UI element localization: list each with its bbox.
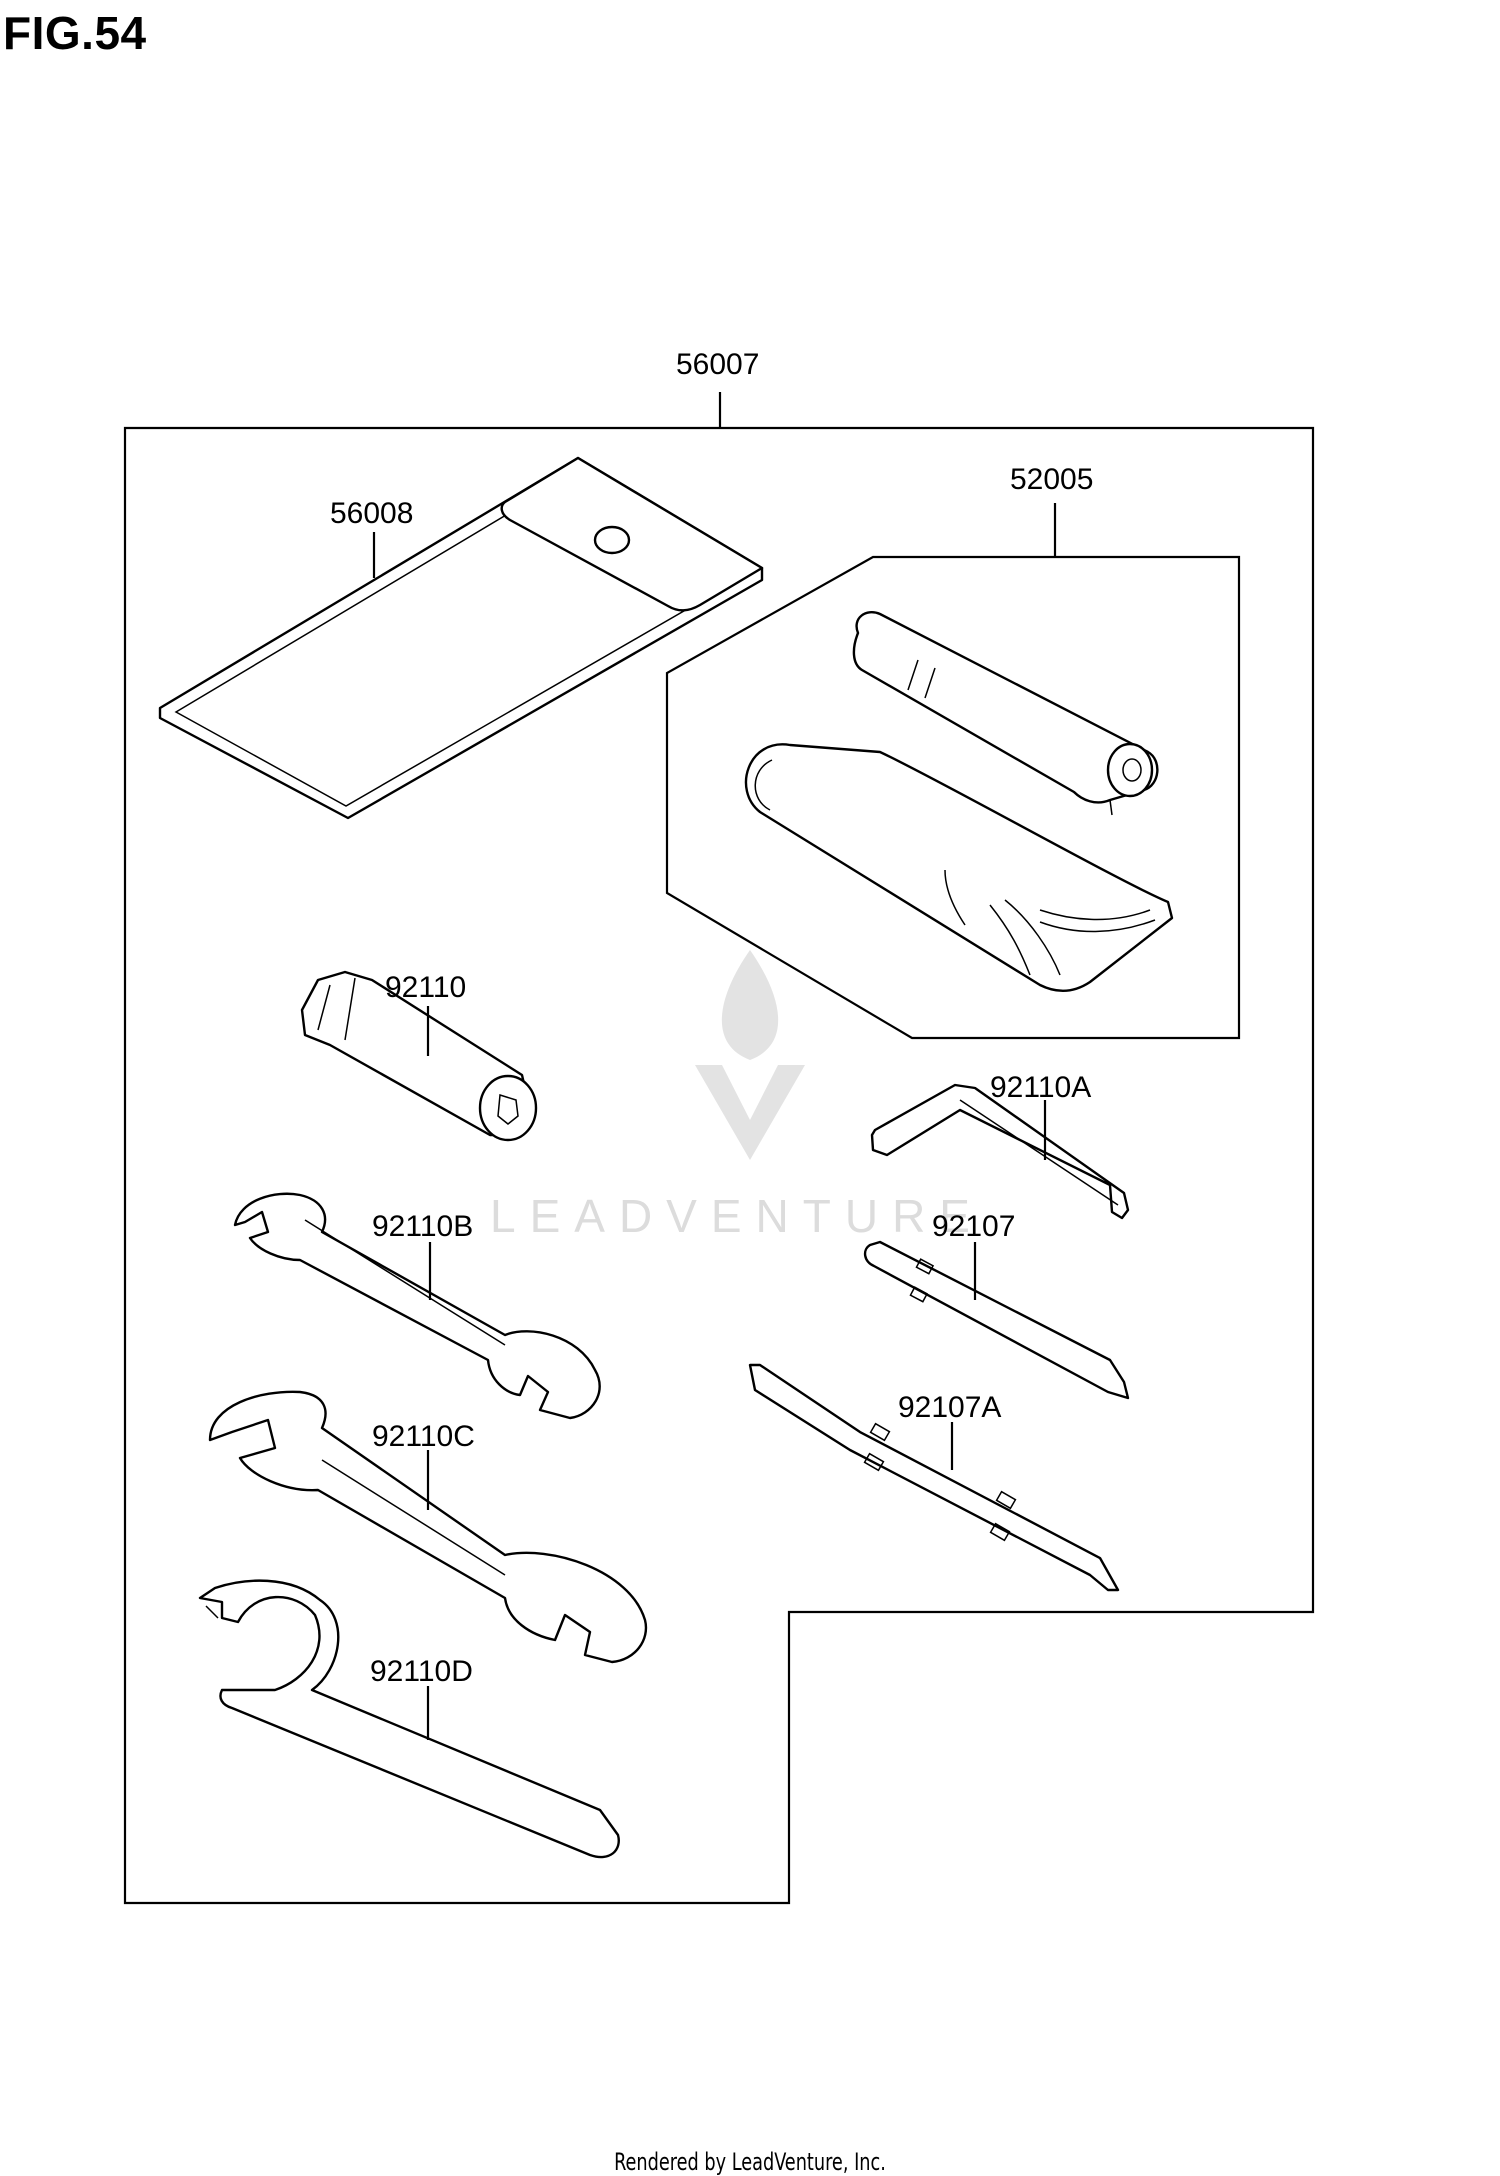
label-92110A[interactable]: 92110A (990, 1071, 1091, 1104)
part-screwdriver-92107[interactable] (863, 1240, 1130, 1400)
label-92110[interactable]: 92110 (385, 971, 466, 1004)
part-tool-pouch-56008[interactable] (158, 456, 764, 820)
watermark-v-icon (695, 1065, 805, 1160)
footer-credit: Rendered by LeadVenture, Inc. (614, 2148, 886, 2176)
part-hex-key-92110A[interactable] (870, 1083, 1130, 1220)
label-92110C[interactable]: 92110C (372, 1420, 475, 1453)
label-92107[interactable]: 92107 (932, 1210, 1015, 1243)
part-bag-52005[interactable] (744, 743, 1174, 992)
part-hook-spanner-92110D[interactable] (198, 1579, 620, 1859)
part-open-wrench-92110C[interactable] (208, 1390, 648, 1664)
part-socket-wrench-92110[interactable] (300, 970, 538, 1142)
label-92107A[interactable]: 92107A (898, 1391, 1001, 1424)
watermark-flame-icon (721, 950, 779, 1060)
part-tube-52005[interactable] (852, 611, 1159, 816)
figure-title: FIG.54 (3, 7, 147, 59)
label-92110B[interactable]: 92110B (372, 1210, 473, 1243)
label-56008[interactable]: 56008 (330, 497, 413, 530)
part-open-wrench-92110B[interactable] (233, 1192, 601, 1420)
kit-outline-56007 (123, 426, 1315, 1905)
label-52005[interactable]: 52005 (1010, 463, 1093, 496)
label-92110D[interactable]: 92110D (370, 1655, 473, 1688)
watermark: LEADVENTURE (490, 950, 984, 1242)
label-56007[interactable]: 56007 (676, 348, 759, 381)
part-screwdriver-92107A[interactable] (748, 1363, 1120, 1592)
subkit-outline-52005 (665, 555, 1241, 1040)
watermark-text: LEADVENTURE (490, 1190, 984, 1242)
